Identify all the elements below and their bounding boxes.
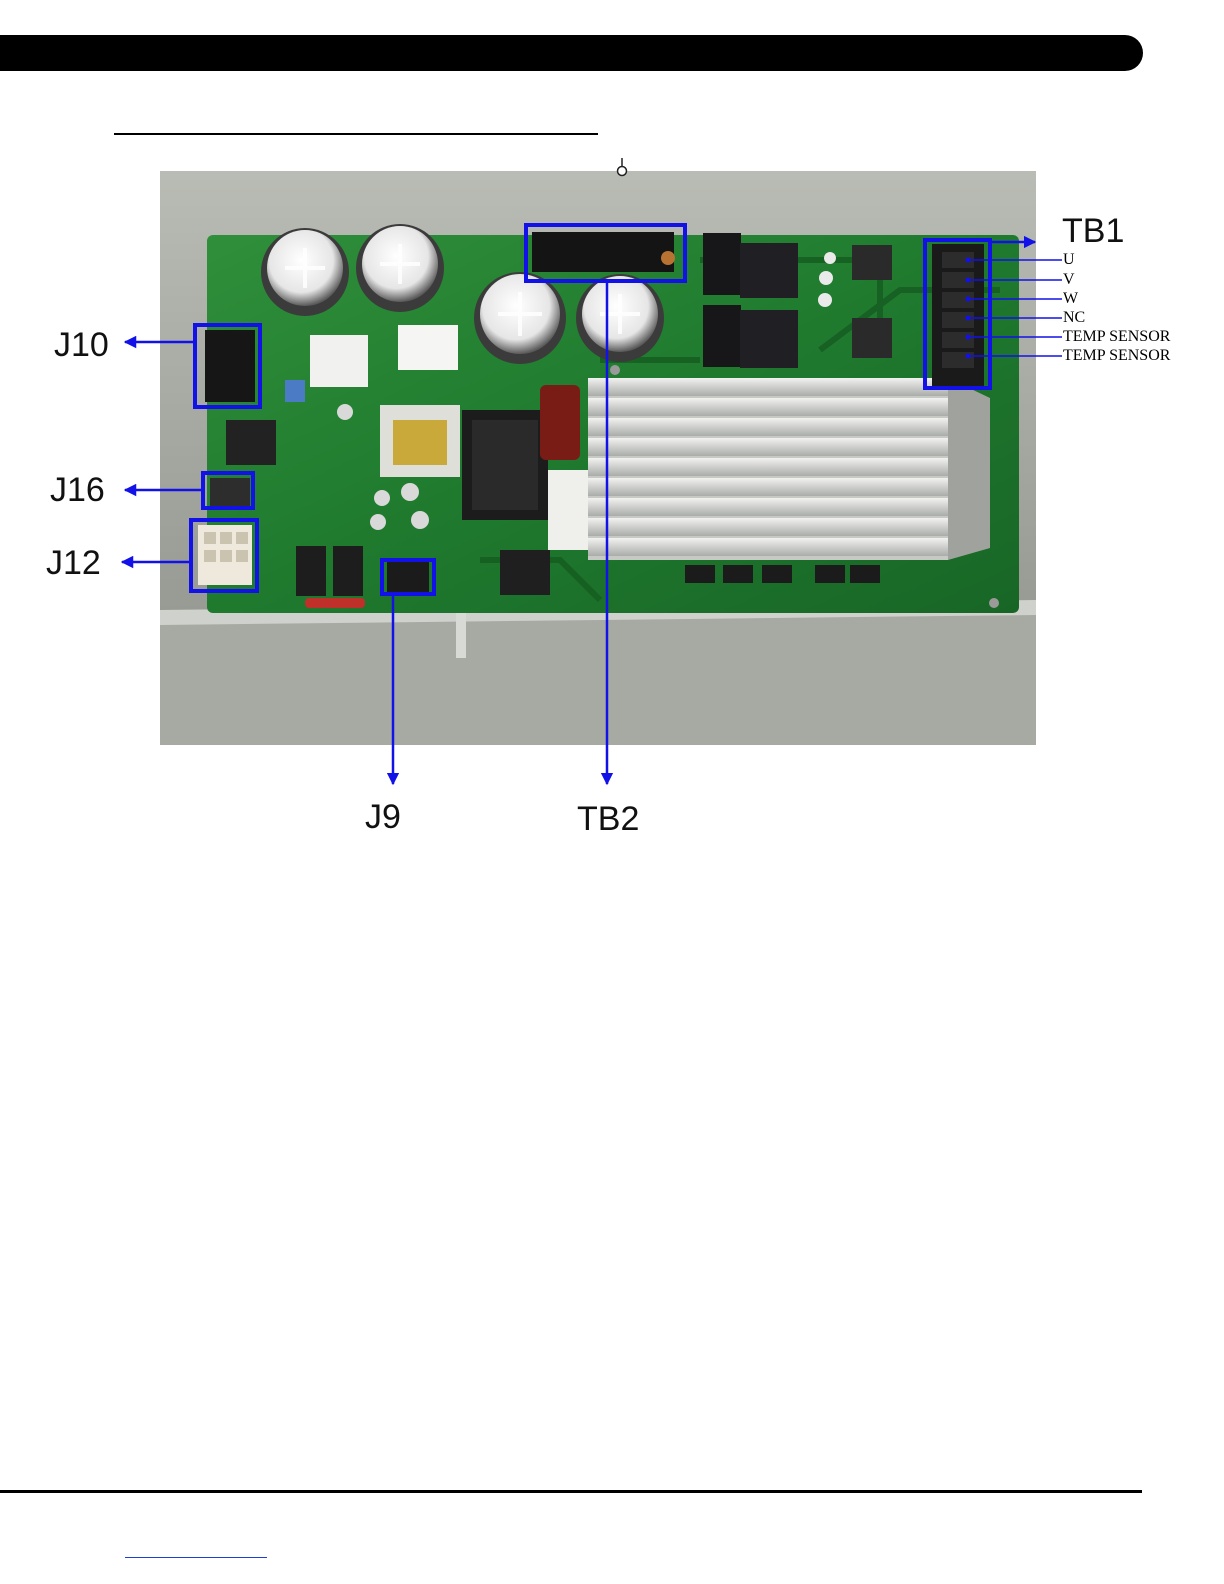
section-title-underline [114, 133, 598, 135]
tb1-pin-label: NC [1063, 310, 1085, 326]
callout-label-tb1: TB1 [1062, 214, 1124, 248]
tb1-pin-label: TEMP SENSOR [1063, 329, 1170, 345]
footer-rule [0, 1490, 1142, 1493]
tb1-pin-label: TEMP SENSOR [1063, 348, 1170, 364]
callout-label-tb2: TB2 [577, 802, 639, 836]
callout-label-j12: J12 [46, 546, 101, 580]
heatsink [588, 378, 990, 560]
header-bar [0, 35, 1143, 71]
callout-label-j10: J10 [54, 328, 109, 362]
footer-link-underline [125, 1557, 267, 1558]
board-photo [0, 150, 1224, 850]
tb1-pin-label: U [1063, 252, 1075, 268]
tb1-pin-label: W [1063, 291, 1078, 307]
callout-label-j16: J16 [50, 473, 105, 507]
callout-label-j9: J9 [365, 800, 401, 834]
tb1-pin-label: V [1063, 272, 1075, 288]
